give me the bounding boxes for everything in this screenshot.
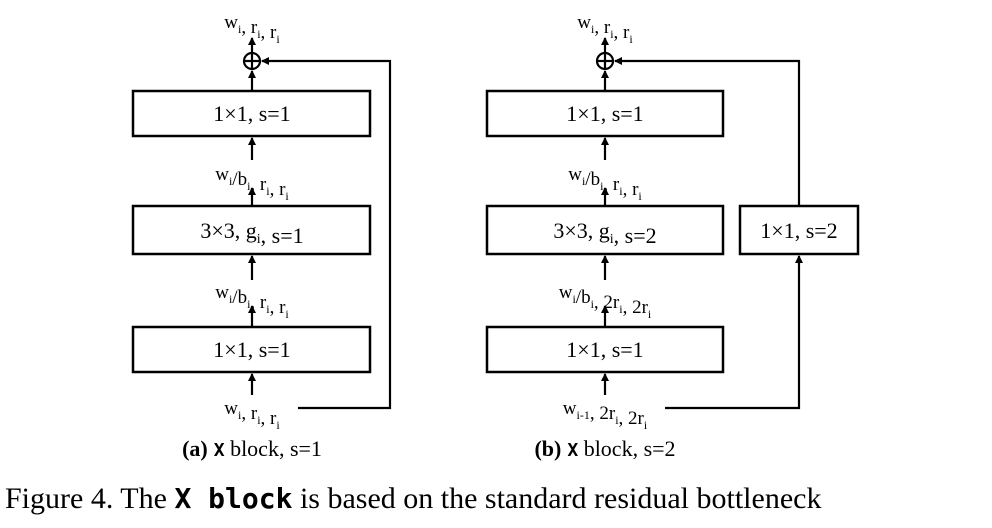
label-text: 3×3, g <box>553 218 609 243</box>
label-subscript: i <box>276 418 280 432</box>
identity-shortcut <box>261 57 392 410</box>
intermediate-label-lower: wi/bi, 2ri, 2ri <box>559 282 652 321</box>
label-subscript: i <box>615 413 619 427</box>
label-text: , r <box>594 17 611 38</box>
caption-b: (b)X block, s=2 <box>534 436 675 461</box>
label-subscript: i <box>257 232 261 247</box>
label-text: , r <box>250 292 267 313</box>
label-subscript: i <box>591 22 595 36</box>
conv-box-top <box>485 89 725 138</box>
label-subscript: i <box>582 174 586 188</box>
label-text: w <box>577 12 591 33</box>
label-text: /b <box>576 287 591 308</box>
shortcut-conv-box <box>738 204 860 256</box>
label-text: , s=1 <box>261 223 304 248</box>
label-subscript: i <box>619 184 623 198</box>
label-subscript: i <box>247 297 251 311</box>
label-subscript: i <box>572 292 576 306</box>
label-text: w <box>215 164 229 185</box>
label-subscript: i <box>266 302 270 316</box>
label-subscript: i <box>238 408 242 422</box>
diagram-a: 1×1, s=1 3×3, gi, s=1 1×1, s=1 wi, ri, r… <box>131 12 392 461</box>
label-subscript: i <box>610 27 614 41</box>
label-subscript: i <box>591 297 595 311</box>
label-subscript: i <box>257 27 261 41</box>
label-text: , r <box>241 17 258 38</box>
conv-box-mid-label: 3×3, gi, s=2 <box>553 218 656 248</box>
label-text: , r <box>270 297 287 318</box>
conv-box-top-label: 1×1, s=1 <box>566 101 643 126</box>
output-label: wi, ri, ri <box>577 12 633 46</box>
label-text: 3×3, g <box>200 218 256 243</box>
figure-caption: Figure 4. The X block is based on the st… <box>5 482 821 515</box>
intermediate-label-upper: wi/bi, ri, ri <box>215 164 289 203</box>
intermediate-label-lower: wi/bi, ri, ri <box>215 282 289 321</box>
conv-box-bottom <box>131 325 372 374</box>
label-text: w <box>224 12 238 33</box>
conv-box-mid <box>131 204 372 256</box>
label-subscript: i <box>285 307 289 321</box>
label-subscript: i <box>600 179 604 193</box>
label-text: , s=2 <box>614 223 657 248</box>
label-text: /b <box>585 169 600 190</box>
label-subscript: i-1 <box>577 408 590 422</box>
diagram-b: 1×1, s=1 3×3, gi, s=2 1×1, s=1 1×1, s=2 … <box>485 12 860 461</box>
label-subscript: i <box>610 232 614 247</box>
label-text: w <box>568 164 582 185</box>
conv-box-top <box>131 89 372 138</box>
label-subscript: i <box>229 174 233 188</box>
shortcut-conv-box-label: 1×1, s=2 <box>760 218 837 243</box>
label-text: , r <box>614 22 631 43</box>
label-text: , 2r <box>619 408 645 429</box>
label-text: w <box>224 398 238 419</box>
label-text: /b <box>232 169 247 190</box>
label-text: , r <box>261 22 278 43</box>
label-subscript: i <box>276 32 280 46</box>
label-text: w <box>559 282 573 303</box>
label-subscript: i <box>266 184 270 198</box>
label-text: w <box>563 398 577 419</box>
label-text: , 2r <box>594 292 620 313</box>
label-text: , 2r <box>590 403 616 424</box>
label-text: , r <box>250 174 267 195</box>
label-subscript: i <box>229 292 233 306</box>
conv-box-bottom-label: 1×1, s=1 <box>566 337 643 362</box>
label-subscript: i <box>619 302 623 316</box>
label-text: , r <box>270 179 287 200</box>
label-subscript: i <box>638 189 642 203</box>
input-label: wi, ri, ri <box>224 398 280 432</box>
conv-box-mid-label: 3×3, gi, s=1 <box>200 218 303 248</box>
label-text: , r <box>241 403 258 424</box>
label-subscript: i <box>648 307 652 321</box>
conv-box-bottom <box>485 325 725 374</box>
label-text: , r <box>603 174 620 195</box>
intermediate-label-upper: wi/bi, ri, ri <box>568 164 642 203</box>
label-text: , r <box>623 179 640 200</box>
projection-shortcut-in <box>665 255 803 410</box>
conv-box-mid <box>485 204 725 256</box>
label-subscript: i <box>644 418 648 432</box>
label-text: , 2r <box>623 297 649 318</box>
label-text: w <box>215 282 229 303</box>
output-label: wi, ri, ri <box>224 12 280 46</box>
conv-box-top-label: 1×1, s=1 <box>213 101 290 126</box>
input-label: wi-1, 2ri, 2ri <box>563 398 648 432</box>
label-text: , r <box>261 408 278 429</box>
label-subscript: i <box>247 179 251 193</box>
conv-box-bottom-label: 1×1, s=1 <box>213 337 290 362</box>
caption-a: (a)X block, s=1 <box>182 436 322 461</box>
projection-shortcut-out <box>614 57 801 206</box>
label-subscript: i <box>238 22 242 36</box>
label-subscript: i <box>257 413 261 427</box>
label-text: /b <box>232 287 247 308</box>
label-subscript: i <box>285 189 289 203</box>
label-subscript: i <box>629 32 633 46</box>
